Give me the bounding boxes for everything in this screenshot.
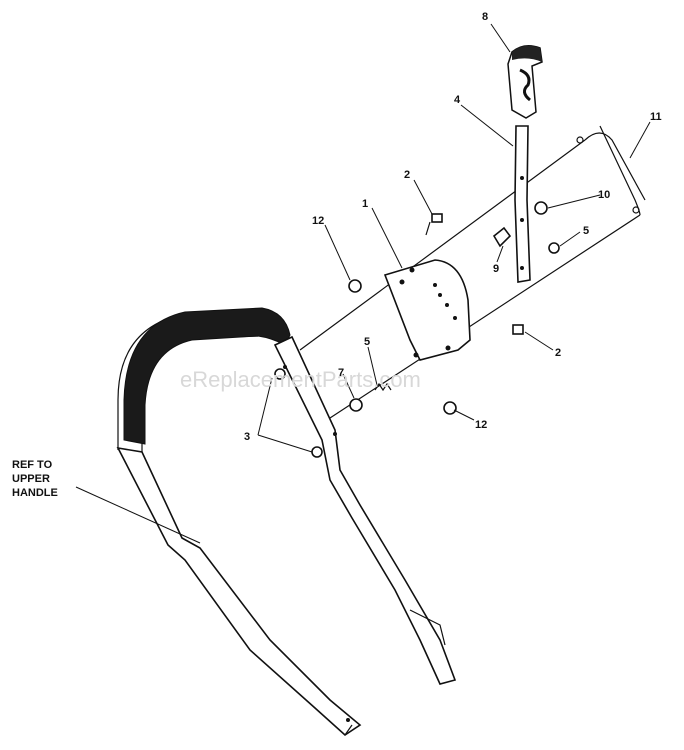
callout-2-upper: 2 <box>404 169 410 181</box>
shift-lever <box>514 125 531 283</box>
crossbar-tube <box>299 125 646 419</box>
callout-3: 3 <box>244 431 250 443</box>
callout-4: 4 <box>454 94 461 106</box>
shift-knob <box>507 45 543 119</box>
callout-1: 1 <box>362 198 368 210</box>
callout-10: 10 <box>598 189 610 201</box>
callout-12-lower: 12 <box>475 419 487 431</box>
washer-10 <box>534 201 548 215</box>
upper-handle <box>116 307 457 737</box>
ref-note-line-1: REF TO <box>12 459 53 471</box>
watermark: eReplacementParts.com <box>180 367 421 392</box>
bolt-2-upper <box>425 213 443 236</box>
callout-9: 9 <box>493 263 499 275</box>
leader-lines <box>75 23 651 544</box>
callout-11: 11 <box>650 111 662 123</box>
callout-7: 7 <box>338 367 344 379</box>
callout-5-right: 5 <box>583 225 589 237</box>
callout-5-left: 5 <box>364 336 370 348</box>
callout-2-lower: 2 <box>555 347 561 359</box>
spring-5 <box>374 382 392 392</box>
nut-5-right <box>548 242 560 254</box>
nut-12-upper <box>348 279 362 293</box>
ferrule-9 <box>492 226 512 248</box>
ref-note-line-3: HANDLE <box>12 487 58 499</box>
nut-12-lower <box>443 401 457 415</box>
shift-plate <box>383 259 471 361</box>
nut-7 <box>349 398 363 412</box>
callout-8: 8 <box>482 11 488 23</box>
ref-note-line-2: UPPER <box>12 473 50 485</box>
callout-12-upper: 12 <box>312 215 324 227</box>
bolt-2-lower <box>512 324 524 335</box>
